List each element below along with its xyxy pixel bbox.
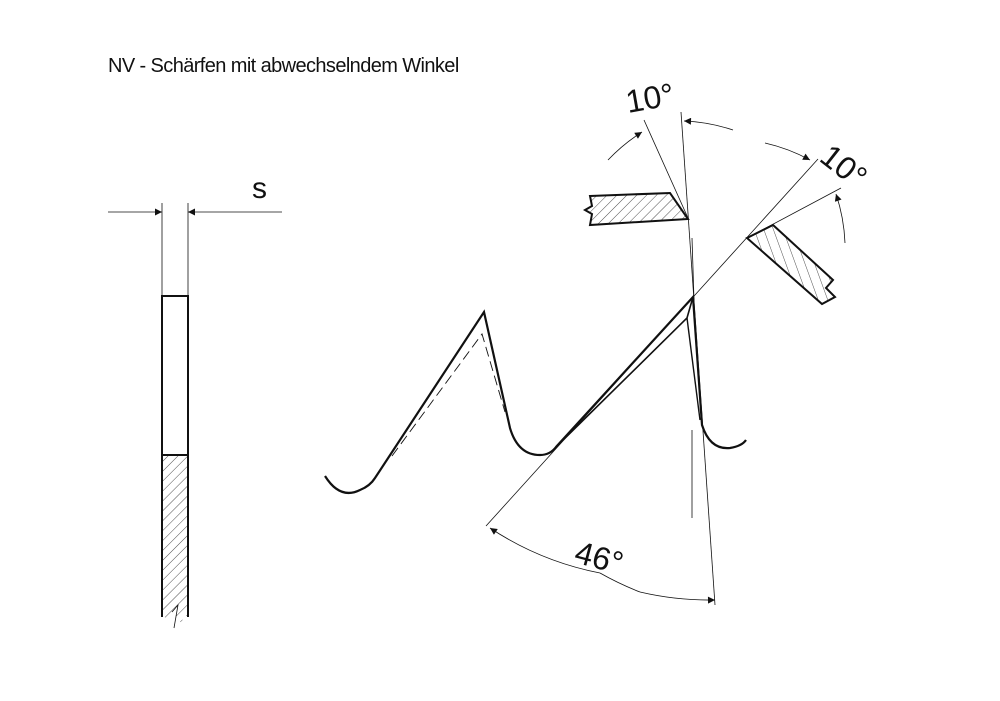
thickness-label: s: [252, 172, 267, 205]
blade-side-view: s: [108, 172, 282, 629]
arc-arrow-10-right: [764, 142, 811, 161]
diagram-title: NV - Schärfen mit abwechselndem Winkel: [108, 55, 459, 77]
angle-label-top-right: 10°: [814, 137, 874, 195]
angle-label-top-left: 10°: [623, 76, 677, 120]
arc-arrow-46-right: [639, 591, 716, 604]
grinding-wheel-left: [582, 191, 690, 227]
arc-arrow-10-left: [607, 131, 643, 161]
angle-arcs: [489, 117, 846, 604]
grinding-wheel-right: [745, 223, 837, 306]
angle-label-wedge: 46°: [571, 534, 627, 581]
break-mark: [171, 603, 179, 629]
teeth-profile: [324, 294, 747, 494]
arc-arrow-46-left: [489, 527, 601, 574]
arc-arrow-10-left-b: [683, 117, 734, 131]
blade-body-hatched: [162, 455, 188, 628]
tooth-tip-section: [161, 295, 189, 456]
reference-lines: [485, 111, 842, 606]
arc-arrow-10-right-b: [834, 193, 846, 244]
